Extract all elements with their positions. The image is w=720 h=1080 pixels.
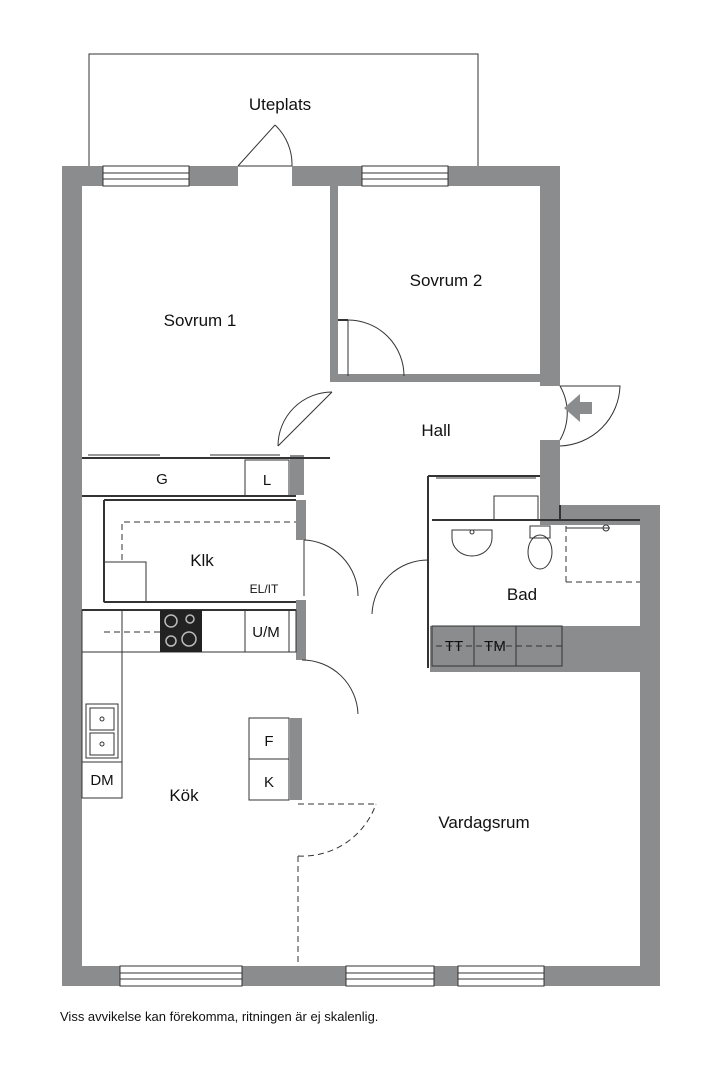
- room-label-uteplats: Uteplats: [249, 95, 311, 114]
- wardrobes: [88, 454, 539, 521]
- wall-openings: [238, 166, 564, 440]
- fixture-label-kyl: K: [264, 774, 274, 791]
- kitchen-counters: [81, 561, 297, 801]
- room-label-bad: Bad: [507, 585, 537, 604]
- dashed-lines: [104, 521, 640, 966]
- exterior-walls: [62, 166, 660, 986]
- fixture-label-diskmaskin: DM: [90, 772, 113, 789]
- toilet-icon: [527, 525, 553, 570]
- arrow-left-icon: [564, 394, 592, 422]
- room-label-vardagsrum: Vardagsrum: [438, 813, 529, 832]
- stove-icon: [160, 610, 202, 652]
- fixture-label-frys: F: [264, 733, 273, 750]
- fixture-label-garderob: G: [156, 471, 168, 488]
- sink-icon: [85, 703, 119, 759]
- washbasin-icon: [451, 529, 493, 557]
- fixture-label-torktumlare: TT: [445, 638, 463, 655]
- fixture-label-ugn-mikro: U/M: [252, 624, 280, 641]
- shower-icon: [566, 524, 610, 532]
- fixture-label-elcentral: EL/IT: [250, 582, 279, 596]
- room-label-sovrum-1: Sovrum 1: [164, 311, 237, 330]
- room-label-sovrum-2: Sovrum 2: [410, 271, 483, 290]
- disclaimer-text: Viss avvikelse kan förekomma, ritningen …: [60, 1009, 379, 1024]
- room-label-hall: Hall: [421, 421, 450, 440]
- patio-outline: [88, 53, 479, 166]
- fixture-label-tvattmaskin: TM: [484, 638, 506, 655]
- room-label-kok: Kök: [169, 786, 199, 805]
- windows: [102, 165, 545, 987]
- doors: [237, 124, 621, 857]
- fixture-label-linneskap: L: [263, 472, 271, 489]
- room-label-klk: Klk: [190, 551, 214, 570]
